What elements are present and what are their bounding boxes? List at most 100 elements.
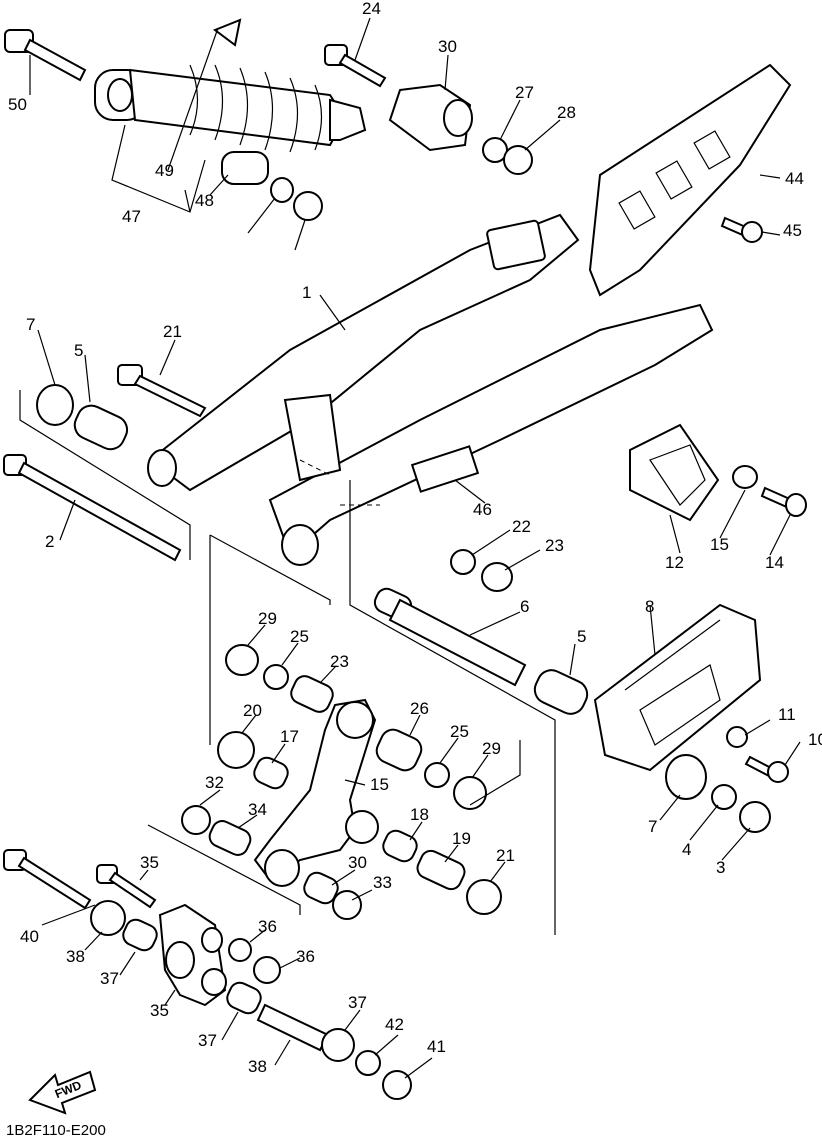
callout-3: 3	[716, 858, 725, 877]
seal-30-left	[181, 805, 211, 835]
relay-arm-35	[158, 903, 227, 1007]
callout-17b: 21	[496, 846, 515, 865]
callout-14: 15	[370, 775, 389, 794]
callout-46: 48	[195, 191, 214, 210]
seal-7-right	[665, 754, 707, 800]
bolt-18	[117, 364, 207, 418]
callout-16: 19	[452, 829, 471, 848]
callout-44: 46	[473, 500, 492, 519]
callout-17a: 20	[243, 701, 262, 720]
seal-37-left	[90, 900, 126, 936]
washer-50	[270, 177, 294, 203]
callout-37a: 38	[66, 947, 85, 966]
callout-7b: 7	[648, 817, 657, 836]
callout-11: 12	[665, 553, 684, 572]
nut-20	[481, 562, 513, 592]
callout-43: 45	[783, 221, 802, 240]
bolt-39	[3, 849, 92, 910]
callout-9: 10	[808, 730, 822, 749]
bearing-21-left	[263, 664, 289, 690]
callout-21a: 25	[290, 627, 309, 646]
callout-40: 41	[427, 1037, 446, 1056]
callout-36a: 37	[100, 969, 119, 988]
pivot-shaft-2	[3, 454, 182, 562]
collar-46	[221, 151, 269, 185]
bushing-36-left	[122, 918, 158, 952]
washer-41	[355, 1050, 381, 1076]
callout-18: 21	[163, 322, 182, 341]
callout-2: 2	[45, 532, 54, 551]
swingarm-1	[147, 213, 714, 566]
seal-30-right	[332, 890, 362, 920]
callout-21b: 25	[450, 722, 469, 741]
washer-33	[228, 938, 252, 962]
callout-27b: 29	[482, 739, 501, 758]
callout-37b: 37	[348, 993, 367, 1012]
seal-17-left	[217, 731, 255, 769]
fwd-arrow-icon: FWD	[28, 1070, 97, 1115]
callout-35: 35	[150, 1001, 169, 1020]
callout-12: 14	[765, 553, 784, 572]
collar-31	[208, 820, 252, 856]
callout-6: 6	[520, 597, 529, 616]
callout-5a: 5	[74, 341, 83, 360]
chain-guard-42	[588, 63, 792, 297]
callout-13: 15	[710, 535, 729, 554]
seal-37-right	[321, 1028, 355, 1062]
callout-8: 8	[645, 597, 654, 616]
callout-31: 34	[248, 800, 267, 819]
bearing-15-right	[382, 829, 418, 863]
bolt-9	[744, 755, 789, 783]
seal-7-left	[36, 384, 74, 426]
nut-26	[503, 145, 533, 175]
callout-25: 27	[515, 83, 534, 102]
relay-bracket-28	[388, 83, 473, 152]
callout-7a: 7	[26, 315, 35, 334]
collar-10	[726, 726, 748, 748]
bushing-22	[375, 728, 423, 772]
bushing-36-right	[226, 981, 262, 1015]
chain-guide-11	[629, 423, 720, 522]
callout-39: 40	[20, 927, 39, 946]
callout-5b: 5	[577, 627, 586, 646]
collar-13	[732, 465, 758, 489]
callout-22: 26	[410, 699, 429, 718]
callout-34: 36	[296, 947, 315, 966]
diagram-code: 1B2F110-E200	[6, 1122, 106, 1139]
seal-17-right	[466, 879, 502, 915]
callout-30a: 32	[205, 773, 224, 792]
bushing-5-left	[73, 404, 129, 451]
callout-labels: 24 30 27 28 44 45 50 49 48 47 1 7 5 21 2…	[8, 0, 822, 1076]
bolt-48	[4, 29, 87, 82]
washer-4	[711, 784, 737, 810]
callout-26: 28	[557, 103, 576, 122]
collar-38	[256, 1003, 330, 1052]
collar-16	[416, 849, 466, 891]
callout-4: 4	[682, 840, 691, 859]
callout-28: 30	[438, 37, 457, 56]
callout-19: 22	[512, 517, 531, 536]
bolt-32	[96, 864, 157, 909]
callout-15b: 18	[410, 805, 429, 824]
bearing-29	[303, 871, 339, 905]
bolt-43	[720, 216, 763, 243]
callout-32: 35	[140, 853, 159, 872]
callout-42: 44	[785, 169, 804, 188]
connecting-rod-14	[253, 698, 379, 887]
callout-27a: 29	[258, 609, 277, 628]
nut-49	[293, 191, 323, 221]
rear-shock-absorber	[94, 18, 367, 153]
callout-48: 50	[8, 95, 27, 114]
callout-29: 30	[348, 853, 367, 872]
callout-1: 1	[302, 283, 311, 302]
nut-3	[739, 801, 771, 833]
callout-41: 42	[385, 1015, 404, 1034]
seal-27-left	[225, 644, 259, 676]
callout-30b: 33	[373, 873, 392, 892]
callout-38: 38	[248, 1057, 267, 1076]
callout-23: 23	[330, 652, 349, 671]
callout-20: 23	[545, 536, 564, 555]
callout-24: 24	[362, 0, 381, 18]
